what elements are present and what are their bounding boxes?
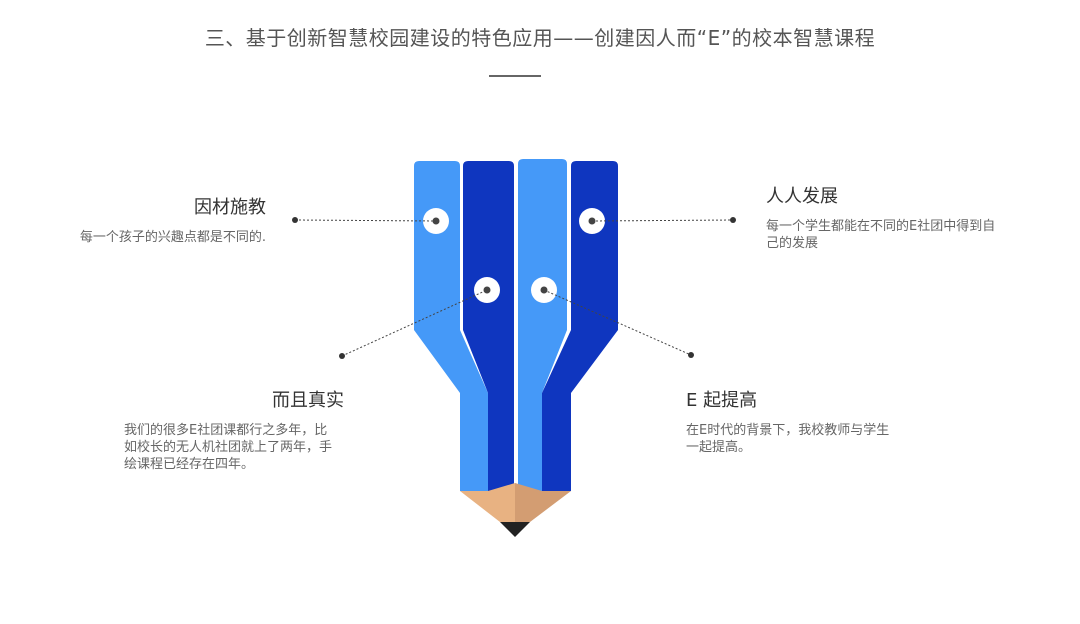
title-divider bbox=[489, 75, 541, 77]
page-title: 三、基于创新智慧校园建设的特色应用——创建因人而“E”的校本智慧课程 bbox=[204, 26, 876, 50]
wood-right bbox=[515, 483, 571, 522]
point-heading-4: E 起提高 bbox=[686, 390, 758, 411]
connector-endpoints bbox=[292, 217, 736, 359]
endpoint-3 bbox=[339, 353, 345, 359]
point-text-1: 每一个孩子的兴趣点都是不同的. bbox=[79, 230, 266, 245]
point-heading-3: 而且真实 bbox=[272, 390, 344, 411]
connector-3 bbox=[341, 289, 488, 357]
point-block-4: E 起提高 在E时代的背景下，我校教师与学生一起提高。 bbox=[686, 386, 916, 456]
endpoint-4 bbox=[688, 352, 694, 358]
pencil-tip bbox=[460, 483, 571, 537]
point-block-3: 而且真实 我们的很多E社团课都行之多年，比如校长的无人机社团就上了两年，手绘课程… bbox=[124, 386, 344, 473]
connector-4 bbox=[543, 289, 692, 356]
marker-dot-3 bbox=[483, 286, 491, 294]
pencil-strips bbox=[414, 159, 618, 491]
pencil-lead bbox=[500, 522, 530, 537]
point-block-1: 因材施教 每一个孩子的兴趣点都是不同的. bbox=[40, 193, 266, 246]
connector-2 bbox=[591, 219, 734, 222]
point-text-2: 每一个学生都能在不同的E社团中得到自己的发展 bbox=[766, 219, 996, 251]
connector-1 bbox=[294, 219, 437, 222]
strip-2 bbox=[463, 161, 514, 491]
wood-left bbox=[460, 483, 515, 522]
point-block-2: 人人发展 每一个学生都能在不同的E社团中得到自己的发展 bbox=[766, 182, 996, 252]
point-heading-1: 因材施教 bbox=[194, 197, 266, 218]
strip-3 bbox=[518, 159, 567, 491]
endpoint-1 bbox=[292, 217, 298, 223]
endpoint-2 bbox=[730, 217, 736, 223]
point-text-3: 我们的很多E社团课都行之多年，比如校长的无人机社团就上了两年，手绘课程已经存在四… bbox=[124, 423, 333, 472]
point-heading-2: 人人发展 bbox=[766, 186, 838, 207]
strip-4 bbox=[542, 161, 618, 491]
strip-1 bbox=[414, 161, 488, 491]
connectors bbox=[294, 219, 734, 357]
point-text-4: 在E时代的背景下，我校教师与学生一起提高。 bbox=[686, 423, 890, 455]
